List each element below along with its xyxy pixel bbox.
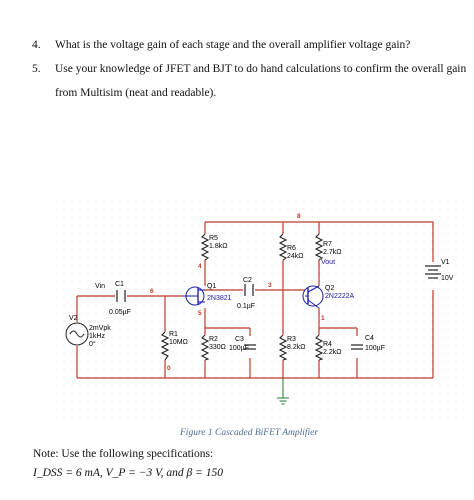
question-5-continuation: from Multisim (neat and readable). [55,87,217,99]
c4-value: 100µF [365,345,385,352]
v2-phase: 0° [89,340,96,348]
v2-frequency: 1kHz [89,333,105,340]
r1-value: 10MΩ [169,339,188,346]
r4-label: R4 [323,341,332,348]
jfet-q1 [183,286,205,306]
vout-label: Vout [321,259,335,266]
circuit-schematic: R5 1.8kΩ R6 24kΩ R7 2.7kΩ Vout Vin C1 0.… [55,200,470,420]
v2-label: V2 [69,315,78,322]
q2-label: Q2 [325,285,334,292]
r2-value: 330Ω [209,344,226,351]
node-3: 3 [268,282,272,289]
resistor-zigzags [160,233,324,361]
specifications-text: I_DSS = 6 mA, V_P = −3 V, and β = 150 [33,467,223,479]
r5-value: 1.8kΩ [209,243,227,250]
ground-symbol [277,378,289,405]
v2-amplitude: 2mVpk [89,325,111,332]
dc-source-v1 [425,265,441,279]
c2-value: 0.1µF [237,303,255,310]
circuit-wires [76,221,434,379]
r7-value: 2.7kΩ [323,249,341,256]
question-5-text: Use your knowledge of JFET and BJT to do… [55,63,467,75]
grid-background [55,200,470,420]
node-4: 4 [198,263,202,270]
node-6: 6 [150,288,154,295]
r6-value: 24kΩ [287,253,304,260]
c3-value: 100µF [229,345,249,352]
figure-caption: Figure 1 Cascaded BiFET Amplifier [180,428,319,438]
q2-part: 2N2222A [325,293,355,300]
r6-label: R6 [287,245,296,252]
question-5-number: 5. [32,63,41,75]
node-1: 1 [321,315,325,322]
v1-label: V1 [441,259,450,266]
node-8: 8 [297,213,301,220]
capacitor-plates [116,284,363,350]
note-text: Note: Use the following specifications: [33,448,214,460]
c1-value: 0.05µF [109,309,131,316]
c2-label: C2 [243,277,252,284]
question-4-number: 4. [32,39,41,51]
signal-source-v2 [65,322,89,346]
v1-value: 10V [441,275,454,282]
node-5: 5 [198,310,202,317]
r1-label: R1 [169,331,178,338]
r4-value: 2.2kΩ [323,349,341,356]
q1-part: 2N3821 [207,295,232,302]
vin-label: Vin [95,283,105,290]
r2-label: R2 [209,336,218,343]
r3-label: R3 [287,336,296,343]
c1-label: C1 [115,281,124,288]
q1-label: Q1 [207,283,216,290]
r5-label: R5 [209,235,218,242]
bjt-q2 [302,285,324,309]
question-4-text: What is the voltage gain of each stage a… [55,39,411,51]
c4-label: C4 [365,335,374,342]
node-0: 0 [167,365,171,372]
r3-value: 8.2kΩ [287,344,305,351]
c3-label: C3 [235,336,244,343]
r7-label: R7 [323,241,332,248]
